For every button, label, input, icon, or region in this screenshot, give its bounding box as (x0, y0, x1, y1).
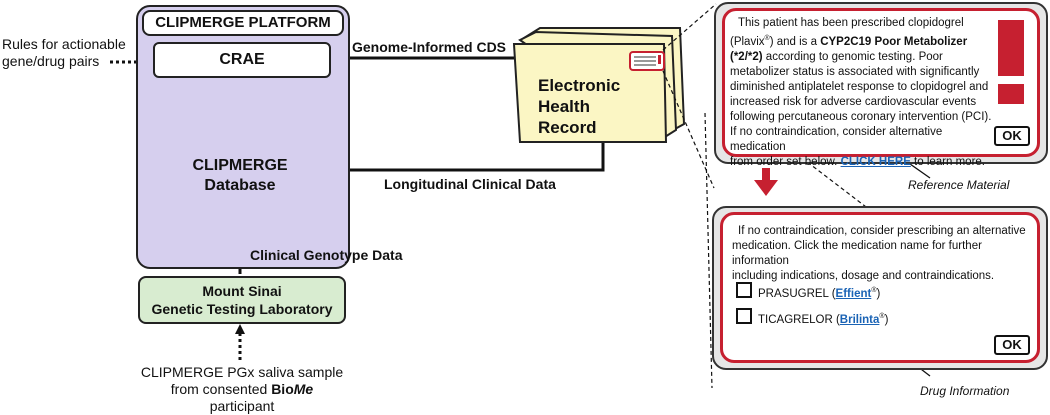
click-here-link[interactable]: CLICK HERE (840, 155, 911, 168)
drug-alert-panel (720, 212, 1040, 363)
database-label: CLIPMERGE Database (192, 157, 288, 194)
cds-alert-text: This patient has been prescribed clopido… (730, 17, 992, 168)
crae-box: CRAE (153, 42, 331, 78)
genetic-testing-lab-box: Mount Sinai Genetic Testing Laboratory (138, 276, 346, 324)
effient-link[interactable]: Effient (835, 287, 872, 300)
cds-label: Genome-Informed CDS (352, 39, 507, 55)
prasugrel-checkbox[interactable] (736, 282, 752, 298)
drug-information-label: Drug Information (920, 384, 1010, 398)
ticagrelor-option: TICAGRELOR (Brilinta®) (758, 313, 889, 326)
zoom-line-click (801, 157, 871, 211)
genotype-label: Clinical Genotype Data (250, 247, 403, 263)
ehr-label: Electronic Health Record (538, 76, 621, 137)
prasugrel-option: PRASUGREL (Effient®) (758, 287, 881, 300)
clinical-data-label: Longitudinal Clinical Data (384, 176, 556, 192)
clinical-data-arrow (314, 143, 605, 175)
drug-alert-text: If no contraindication, consider prescri… (732, 225, 1026, 282)
ticagrelor-checkbox[interactable] (736, 308, 752, 324)
zoom-line-drug (704, 112, 713, 389)
brilinta-link[interactable]: Brilinta (839, 313, 880, 326)
rules-label: Rules for actionable gene/drug pairs (2, 36, 126, 69)
warning-icon-dot (998, 84, 1024, 104)
sample-label: CLIPMERGE PGx saliva sample from consent… (140, 364, 344, 414)
reference-material-label: Reference Material (908, 178, 1010, 192)
zoom-line-top (662, 3, 717, 51)
zoom-line-bottom (662, 70, 715, 189)
alert2-ok-button[interactable]: OK (994, 335, 1030, 355)
platform-title: CLIPMERGE PLATFORM (142, 10, 344, 36)
mini-alert-icon (629, 51, 665, 71)
alert1-ok-button[interactable]: OK (994, 126, 1030, 146)
red-down-arrow (754, 168, 778, 196)
cds-alert-panel (722, 8, 1040, 157)
